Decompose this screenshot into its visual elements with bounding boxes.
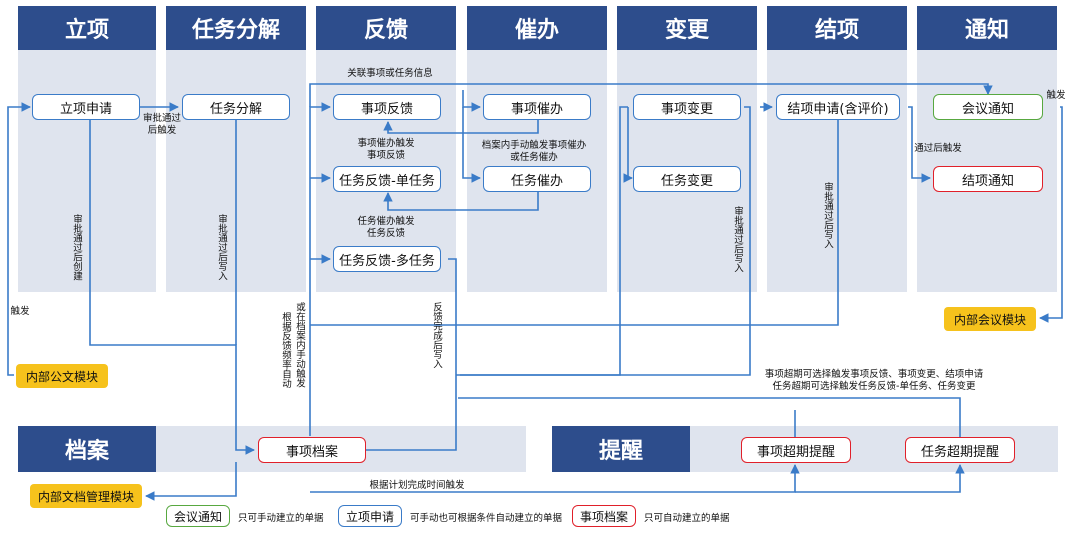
node-renwu-biangeng[interactable]: 任务变更	[633, 166, 741, 192]
node-shixiang-overdue[interactable]: 事项超期提醒	[741, 437, 851, 463]
node-shixiang-biangeng[interactable]: 事项变更	[633, 94, 741, 120]
label-chufa-left: 触发	[10, 306, 30, 317]
label-cuiban-shixiang-1: 事项催办触发	[357, 138, 415, 149]
header-jiexiang: 结项	[767, 6, 907, 50]
legend-box-auto: 事项档案	[572, 505, 636, 527]
column-fankui	[316, 6, 456, 292]
label-cuiban-renwu-1: 任务催办触发	[357, 216, 415, 227]
node-lixiang-apply[interactable]: 立项申请	[32, 94, 140, 120]
label-guanlian: 关联事项或任务信息	[347, 68, 433, 79]
node-renwu-fankui-multi[interactable]: 任务反馈-多任务	[333, 246, 441, 272]
label-shenpi-chufa-1: 审批通过	[142, 113, 181, 124]
column-biangeng	[617, 6, 757, 292]
label-v-shenpi-xieru-1: 审批通过后写入	[216, 214, 227, 281]
node-meeting-notice[interactable]: 会议通知	[933, 94, 1043, 120]
label-v-shenpi-xieru-3: 审批通过后写入	[822, 182, 833, 249]
legend-box-manual: 会议通知	[166, 505, 230, 527]
column-cuiban	[467, 6, 607, 292]
header-tongzhi: 通知	[917, 6, 1057, 50]
label-cuiban-renwu-2: 任务反馈	[366, 228, 405, 239]
column-tongzhi	[917, 6, 1057, 292]
module-huiyi[interactable]: 内部会议模块	[944, 307, 1036, 331]
column-lixiang	[18, 6, 156, 292]
node-renwu-split[interactable]: 任务分解	[182, 94, 290, 120]
legend-box-both: 立项申请	[338, 505, 402, 527]
label-chufa-right: 触发	[1046, 90, 1066, 101]
header-dangan: 档案	[18, 426, 156, 472]
node-shixiang-fankui[interactable]: 事项反馈	[333, 94, 441, 120]
node-renwu-fankui-single[interactable]: 任务反馈-单任务	[333, 166, 441, 192]
label-jihua-chufa: 根据计划完成时间触发	[369, 480, 465, 491]
legend-text-auto: 只可自动建立的单据	[644, 513, 730, 524]
label-dangan-cuiban-2: 或任务催办	[510, 152, 558, 163]
label-overdue-note-1: 事项超期可选择触发事项反馈、事项变更、结项申请	[764, 369, 984, 380]
node-shixiang-dangan[interactable]: 事项档案	[258, 437, 366, 463]
label-v-shenpi-xieru-2: 审批通过后写入	[732, 206, 743, 273]
label-v-genju-1: 根据反馈频率自动	[280, 312, 291, 388]
label-v-genju-2: 或在档案内手动触发	[294, 302, 305, 388]
module-wendang[interactable]: 内部文档管理模块	[30, 484, 142, 508]
legend-text-manual: 只可手动建立的单据	[238, 513, 324, 524]
header-lixiang: 立项	[18, 6, 156, 50]
column-jiexiang	[767, 6, 907, 292]
node-jiexiang-notice[interactable]: 结项通知	[933, 166, 1043, 192]
header-renwu: 任务分解	[166, 6, 306, 50]
node-shixiang-cuiban[interactable]: 事项催办	[483, 94, 591, 120]
label-cuiban-shixiang-2: 事项反馈	[366, 150, 405, 161]
node-renwu-overdue[interactable]: 任务超期提醒	[905, 437, 1015, 463]
label-overdue-note-2: 任务超期可选择触发任务反馈-单任务、任务变更	[772, 381, 976, 392]
label-shenpi-chufa-2: 后触发	[147, 125, 177, 136]
node-renwu-cuiban[interactable]: 任务催办	[483, 166, 591, 192]
header-cuiban: 催办	[467, 6, 607, 50]
label-tongguo-chufa: 通过后触发	[914, 143, 962, 154]
header-fankui: 反馈	[316, 6, 456, 50]
node-jiexiang-apply[interactable]: 结项申请(含评价)	[776, 94, 900, 120]
header-tixing: 提醒	[552, 426, 690, 472]
label-v-fankui-wancheng: 反馈完成后写入	[431, 302, 442, 369]
legend-text-both: 可手动也可根据条件自动建立的单据	[410, 513, 563, 524]
label-v-shenpi-chuangjian: 审批通过后创建	[71, 214, 82, 281]
header-biangeng: 变更	[617, 6, 757, 50]
label-dangan-cuiban-1: 档案内手动触发事项催办	[481, 140, 587, 151]
module-gongwen[interactable]: 内部公文模块	[16, 364, 108, 388]
